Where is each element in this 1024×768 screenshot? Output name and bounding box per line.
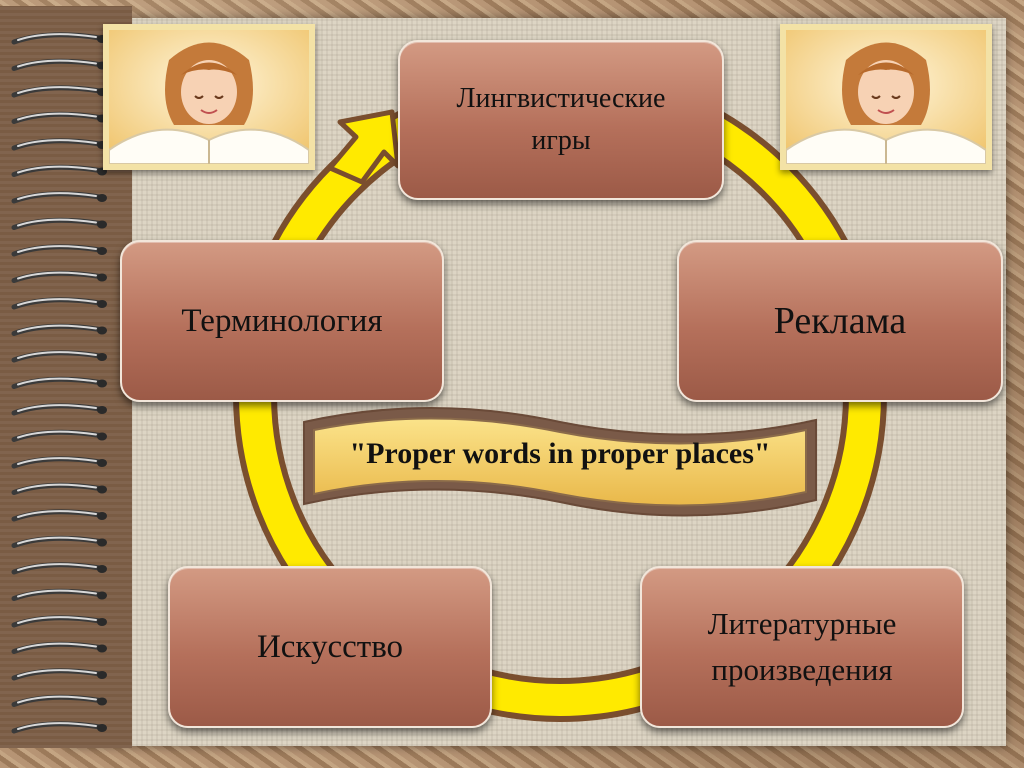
node-literary-works-line-2: произведения [711,652,893,687]
binding-hole [97,247,107,255]
binding-hole [97,379,107,388]
binding-hole [97,353,107,361]
node-linguistic-games-line-1: Лингвистические [456,83,666,114]
binding-hole [97,697,107,706]
binding-hole [97,220,107,229]
node-terminology: Терминология [120,240,444,402]
node-art-label: Искусство [256,628,404,665]
binding-hole [97,591,107,600]
binding-hole [97,565,107,573]
spiral-coil-highlight [17,165,97,174]
binding-hole [97,273,107,282]
binding-hole [97,618,107,626]
node-literary-works: Литературные произведения [640,566,964,728]
spiral-coil-highlight [17,245,97,253]
binding-hole [97,432,107,441]
banner-ribbon [303,407,817,517]
banner-text: "Proper words in proper places" [349,437,771,470]
spiral-coil-highlight [17,510,97,518]
spiral-coil-highlight [17,59,97,68]
spiral-coil-highlight [17,351,97,359]
spiral-coil-highlight [17,695,97,704]
binding-hole [97,724,107,732]
binding-hole [97,644,107,653]
binding-hole [97,512,107,520]
spiral-coil-highlight [17,298,97,306]
binding-hole [97,671,107,679]
node-advertising: Реклама [677,240,1003,402]
spiral-coil-highlight [17,563,97,571]
spiral-coil-highlight [17,483,97,492]
node-advertising-label: Реклама [773,300,907,342]
photo-girl-reading-right [780,24,992,170]
binding-hole [97,194,107,202]
spiral-coil-highlight [17,404,97,412]
node-linguistic-games: Лингвистические игры [398,40,724,200]
spiral-coil-highlight [17,139,97,147]
spiral-coil-highlight [17,33,97,41]
spiral-coil-highlight [17,430,97,439]
photo-girl-reading-left [103,24,315,170]
spiral-coil-highlight [17,218,97,227]
spiral-coil-highlight [17,271,97,280]
spiral-coil-highlight [17,536,97,545]
node-linguistic-games-line-2: игры [531,125,591,156]
spiral-coil-highlight [17,86,97,94]
spiral-binding [11,32,107,734]
node-terminology-label: Терминология [181,302,383,339]
binding-hole [97,485,107,494]
binding-hole [97,459,107,467]
spiral-coil-highlight [17,192,97,200]
cycle-arrow-head [327,109,401,185]
spiral-coil-highlight [17,457,97,465]
spiral-coil-highlight [17,377,97,386]
spiral-coil-highlight [17,722,97,730]
spiral-coil-highlight [17,616,97,624]
binding-hole [97,406,107,414]
spiral-coil-highlight [17,324,97,333]
spiral-coil-highlight [17,112,97,121]
spiral-coil-highlight [17,642,97,651]
node-art: Искусство [168,566,492,728]
node-literary-works-line-1: Литературные [707,605,897,641]
binding-hole [97,538,107,547]
spiral-coil-highlight [17,589,97,598]
spiral-coil-highlight [17,669,97,677]
binding-hole [97,326,107,335]
binding-hole [97,300,107,308]
